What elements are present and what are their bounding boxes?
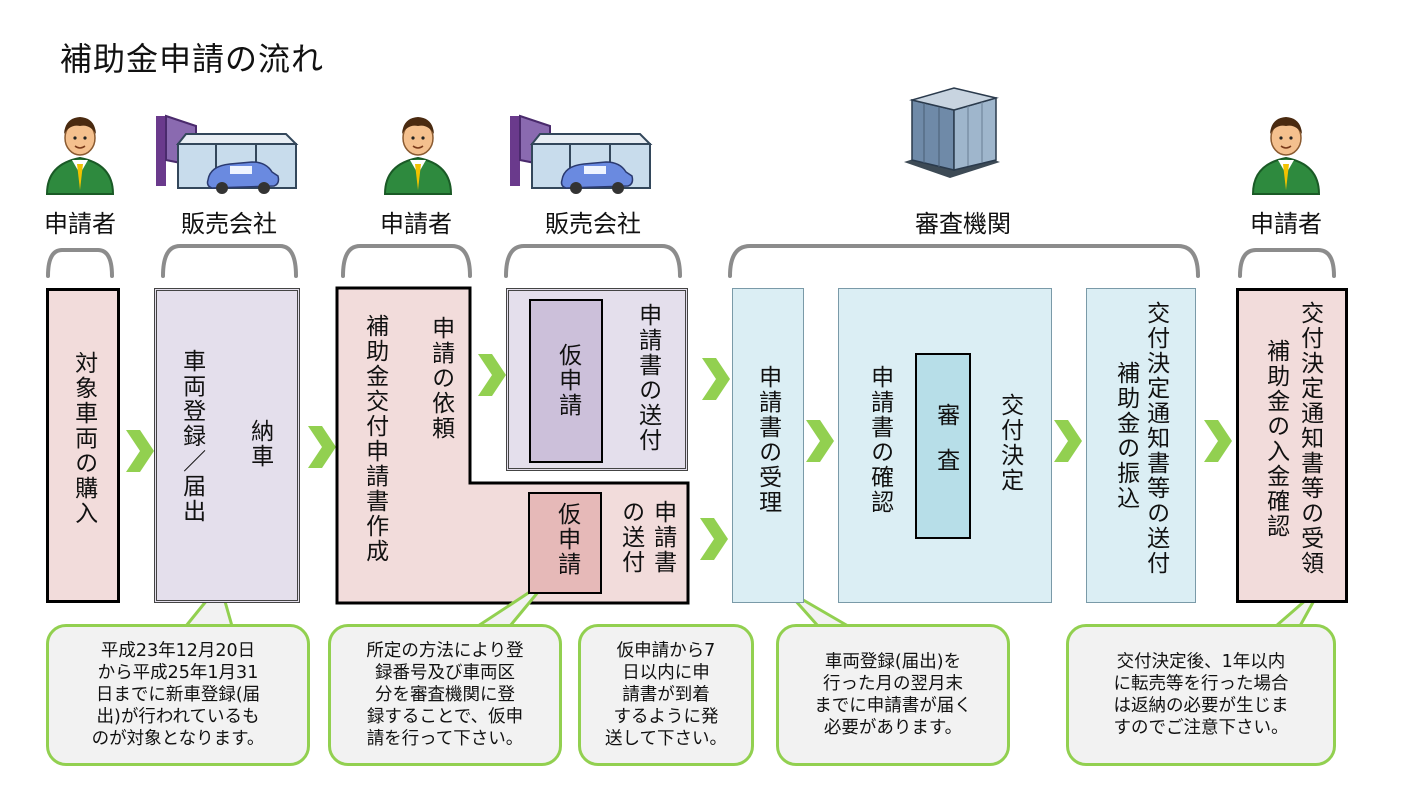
actor-label-applicant: 申請者 [380, 210, 452, 238]
callout-line: 所定の方法により登 [366, 641, 524, 661]
provisional-application-label: 仮申請 [554, 343, 581, 418]
callout-line: 送して下さい。 [605, 729, 727, 749]
step-receipt-label: 申請書の受理 [754, 365, 781, 515]
provisional-application-box: 仮申請 [529, 299, 603, 463]
step-notice-box: 交付決定通知書等の送付 補助金の振込 [1086, 288, 1196, 603]
callout-note: 仮申請から7 日以内に申 請書が到着 するように発 送して下さい。 [578, 624, 754, 766]
callout-line: は返納の必要が生じま [1113, 696, 1289, 716]
step-confirm-label: 申請書の確認 [866, 365, 893, 515]
step-delivery-label: 納車 [246, 419, 273, 469]
step-receive-notice-label: 交付決定通知書等の受領 [1296, 301, 1323, 576]
actor-label-applicant: 申請者 [44, 210, 116, 238]
callout-line: 請を行って下さい。 [366, 729, 524, 749]
group-bracket [46, 244, 1336, 278]
callout-line: 交付決定後、1年以内 [1116, 652, 1286, 672]
step-purchase-box: 対象車両の購入 [46, 288, 120, 603]
callout-line: すのでご注意下さい。 [1113, 718, 1289, 738]
page-title: 補助金申請の流れ [60, 40, 325, 78]
step-receipt-box: 申請書の受理 [732, 288, 804, 603]
step-purchase-label: 対象車両の購入 [70, 351, 97, 526]
review-box: 審査 [915, 353, 971, 539]
callout-line: から平成25年1月31 [97, 663, 259, 683]
callout-line: 仮申請から7 [616, 641, 716, 661]
step-request-label: 申請の依頼 [427, 316, 454, 441]
callout-note: 交付決定後、1年以内 に転売等を行った場合 は返納の必要が生じま すのでご注意下… [1066, 624, 1336, 766]
office-building-icon [904, 87, 1000, 178]
actor-label-applicant: 申請者 [1250, 210, 1322, 238]
callout-line: のが対象となります。 [91, 729, 265, 749]
callout-note: 車両登録(届出)を 行った月の翌月末 までに申請書が届く 必要があります。 [776, 624, 1010, 766]
flow-arrow [1204, 420, 1232, 462]
applicant-person-icon [384, 116, 452, 195]
callout-line: 必要があります。 [823, 718, 963, 738]
callout-line: 車両登録(届出)を [824, 652, 962, 672]
callout-note: 平成23年12月20日 から平成25年1月31 日までに新車登録(届 出)が行わ… [46, 624, 310, 766]
flow-arrow [126, 430, 154, 472]
step-registration-box: 納車 車両登録／届出 [154, 288, 300, 603]
send-application-label: の送付 [617, 500, 644, 575]
actor-label-agency: 審査機関 [915, 210, 1011, 238]
callout-line: 請書が到着 [622, 685, 710, 705]
step-review-box: 申請書の確認 審査 交付決定 [838, 288, 1052, 603]
step-decision-label: 交付決定 [996, 393, 1023, 493]
callout-line: するように発 [613, 707, 719, 727]
flow-arrow [806, 420, 834, 462]
step-confirm-payment-label: 補助金の入金確認 [1262, 339, 1289, 539]
flow-arrow [478, 354, 506, 396]
flow-arrow [308, 426, 336, 468]
callout-line: に転売等を行った場合 [1113, 674, 1289, 694]
applicant-person-icon [46, 116, 114, 195]
callout-line: 行った月の翌月末 [823, 674, 963, 694]
callout-line: までに申請書が届く [814, 696, 972, 716]
flow-arrow [1054, 420, 1082, 462]
callout-line: 出)が行われているも [96, 707, 260, 727]
callout-line: 録番号及び車両区 [375, 663, 515, 683]
applicant-person-icon [1252, 116, 1320, 195]
car-dealer-icon [155, 115, 297, 195]
step-registration-label: 車両登録／届出 [178, 349, 205, 524]
send-application-label: 申請書 [649, 500, 676, 575]
flow-arrow [700, 518, 728, 560]
provisional-application-label: 仮申請 [553, 502, 580, 577]
step-send-application-box: 仮申請 申請書の送付 [506, 288, 688, 471]
car-dealer-icon [509, 115, 651, 195]
callout-line: 平成23年12月20日 [100, 641, 256, 661]
callout-line: 録することで、仮申 [366, 707, 524, 727]
flow-arrow [702, 358, 730, 400]
step-payment-label: 補助金の振込 [1112, 361, 1139, 511]
callout-note: 所定の方法により登 録番号及び車両区 分を審査機関に登 録することで、仮申 請を… [328, 624, 562, 766]
callout-line: 日以内に申 [622, 663, 710, 683]
actor-label-dealer: 販売会社 [545, 210, 641, 238]
review-label: 審査 [932, 403, 959, 493]
step-application-create-label: 補助金交付申請書作成 [361, 314, 388, 564]
send-application-label: 申請書の送付 [634, 303, 661, 453]
provisional-application-box: 仮申請 [528, 492, 602, 594]
callout-line: 日までに新車登録(届 [95, 685, 261, 705]
callout-line: 分を審査機関に登 [375, 685, 515, 705]
step-notice-label: 交付決定通知書等の送付 [1142, 301, 1169, 576]
step-final-box: 交付決定通知書等の受領 補助金の入金確認 [1236, 288, 1348, 603]
actor-label-dealer: 販売会社 [181, 210, 277, 238]
